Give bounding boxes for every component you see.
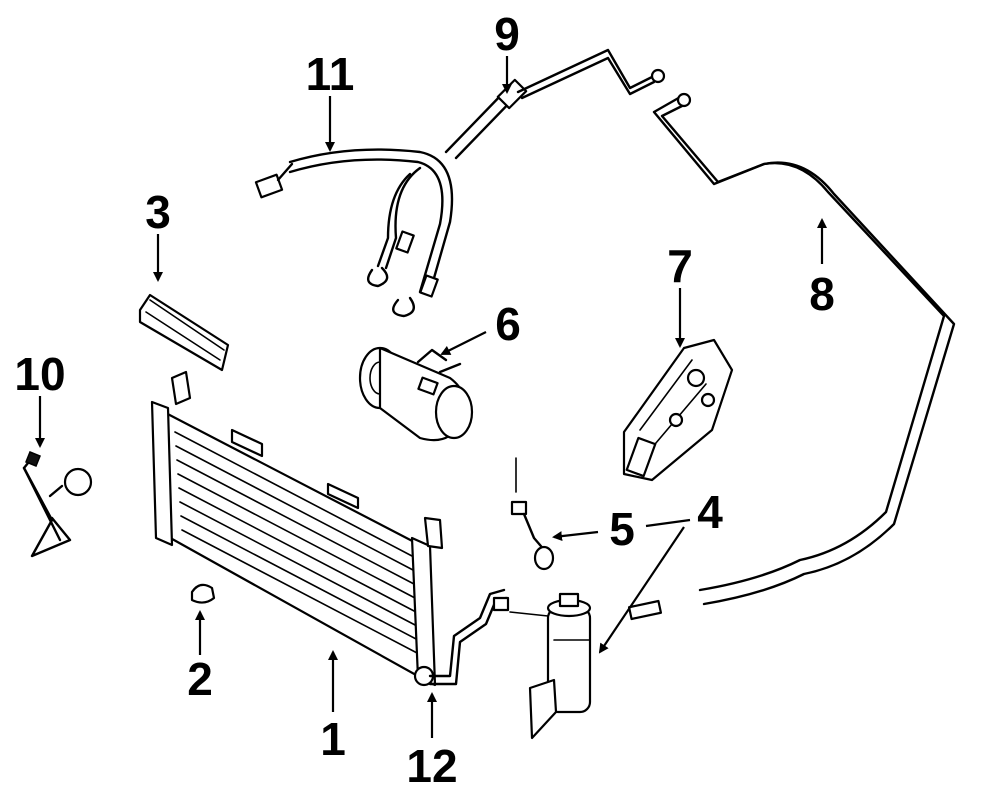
mounting-bracket-part (622, 338, 734, 482)
callout-10: 10 (14, 348, 65, 400)
callout-3: 3 (145, 186, 171, 238)
compressor-part (358, 346, 474, 442)
condenser-part (150, 370, 444, 687)
clip-part (190, 583, 216, 604)
sensor-bracket-part (22, 451, 93, 558)
receiver-drier-part (509, 592, 592, 740)
callout-9: 9 (494, 8, 520, 60)
hose-assembly-part (254, 148, 454, 318)
callout-labels: 1 2 3 4 5 6 7 8 9 10 11 12 (14, 8, 834, 792)
condenser-line-part (428, 588, 510, 686)
leader-arrow-4 (598, 526, 685, 654)
callout-12: 12 (406, 740, 457, 792)
callout-1: 1 (320, 713, 346, 765)
callout-7: 7 (667, 240, 693, 292)
callout-4: 4 (697, 486, 723, 538)
discharge-line-part (444, 48, 666, 160)
leader-arrows (35, 56, 827, 738)
callout-2: 2 (187, 653, 213, 705)
pressure-switch-part (510, 457, 555, 571)
leader-arrow-5-4-link (645, 518, 691, 528)
liquid-line-part (627, 92, 956, 621)
callout-11: 11 (306, 48, 355, 100)
callout-8: 8 (809, 268, 835, 320)
callout-5: 5 (609, 503, 635, 555)
leader-arrow-5 (552, 530, 599, 542)
leader-arrow-6 (440, 331, 487, 355)
callout-6: 6 (495, 298, 521, 350)
seal-bracket-part (138, 293, 230, 372)
